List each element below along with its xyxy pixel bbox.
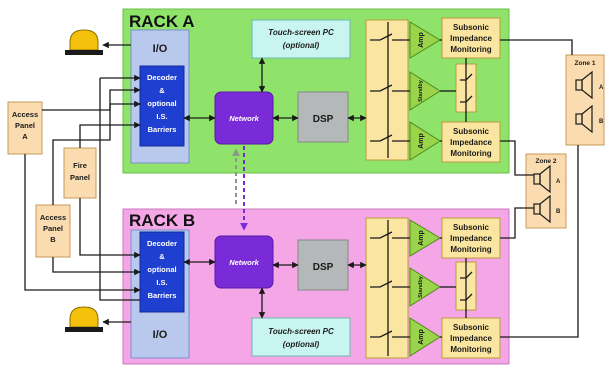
rack-b-monitor-top-l2: Impedance <box>450 234 492 243</box>
rack-b-touchscreen-pc <box>251 317 351 357</box>
zone-1-title: Zone 1 <box>575 60 596 67</box>
access-panel-b: Access Panel B <box>35 204 71 258</box>
rack-a-monitor-top-l2: Impedance <box>450 34 492 43</box>
rack-b-monitor-bottom-l2: Impedance <box>450 334 492 343</box>
rack-a-title: RACK A <box>129 12 194 31</box>
rack-b: RACK B I/O Decoder & optional I.S. Barri… <box>122 208 510 365</box>
speaker-icon <box>575 70 593 100</box>
beacon-icon <box>65 29 103 55</box>
rack-b-amp-bottom-label: Amp <box>418 329 425 345</box>
rack-b-io-label: I/O <box>153 329 168 341</box>
rack-a-decoder <box>139 65 185 147</box>
zone-1: Zone 1 A B <box>565 54 605 146</box>
speaker-icon <box>533 164 551 194</box>
access-panel-a-l1: Access <box>12 110 38 119</box>
rack-b-switch-bank <box>365 217 409 359</box>
access-panel-a: Access Panel A <box>7 101 43 155</box>
rack-a-monitor-bottom-l3: Monitoring <box>450 149 491 158</box>
rack-b-monitor-top-l3: Monitoring <box>450 245 491 254</box>
rack-b-touchscreen-label: Touch-screen PC <box>268 327 334 336</box>
rack-a-amp-top-label: Amp <box>418 32 425 48</box>
rack-b-decoder <box>139 231 185 313</box>
rack-a-io-label: I/O <box>153 43 168 55</box>
rack-b-dsp-label: DSP <box>313 262 334 273</box>
zone-2-title: Zone 2 <box>536 158 557 165</box>
rack-a-monitor-top-l1: Subsonic <box>453 23 490 32</box>
rack-b-title: RACK B <box>129 211 195 230</box>
rack-b-touchscreen-optional: (optional) <box>283 340 320 349</box>
rack-a-decoder-line1: Decoder <box>147 73 177 82</box>
rack-b-decoder-line5: Barriers <box>148 291 177 300</box>
access-panel-b-l3: B <box>50 235 56 244</box>
rack-a-decoder-line4: I.S. <box>156 112 167 121</box>
rack-a-monitor-top <box>441 17 501 59</box>
speaker-icon <box>533 194 551 224</box>
rack-a-touchscreen-pc <box>251 19 351 59</box>
rack-a-decoder-line2: & <box>159 86 165 95</box>
fire-panel: Fire Panel <box>63 147 97 199</box>
rack-a-touchscreen-label: Touch-screen PC <box>268 28 334 37</box>
zone-1-speaker-a: A <box>599 85 604 91</box>
rack-a-dsp-label: DSP <box>313 114 334 125</box>
rack-b-network-label: Network <box>229 258 259 267</box>
rack-b-monitor-bottom-l1: Subsonic <box>453 323 490 332</box>
rack-b-monitor-bottom <box>441 317 501 359</box>
fire-panel-l2: Panel <box>70 173 90 182</box>
rack-b-amp-standby-label: Standby <box>418 275 424 298</box>
rack-b-monitor-bottom-l3: Monitoring <box>450 345 491 354</box>
rack-b-amp-top-label: Amp <box>418 230 425 246</box>
rack-a-touchscreen-optional: (optional) <box>283 41 320 50</box>
rack-b-decoder-line2: & <box>159 252 165 261</box>
rack-b-decoder-line1: Decoder <box>147 239 177 248</box>
rack-b-decoder-line3: optional <box>147 265 176 274</box>
rack-a-monitor-top-l3: Monitoring <box>450 45 491 54</box>
rack-b-dsp <box>297 239 349 291</box>
rack-a-dsp <box>297 91 349 143</box>
zone-2-speaker-b: B <box>556 209 561 215</box>
access-panel-b-l2: Panel <box>43 224 63 233</box>
rack-a-decoder-line3: optional <box>147 99 176 108</box>
rack-a-monitor-bottom-l1: Subsonic <box>453 127 490 136</box>
access-panel-a-l3: A <box>22 132 28 141</box>
beacon-icon <box>65 306 103 332</box>
access-panel-b-l1: Access <box>40 213 66 222</box>
zone-2: Zone 2 A B <box>525 153 567 229</box>
rack-b-decoder-line4: I.S. <box>156 278 167 287</box>
zone-2-speaker-a: A <box>556 179 561 185</box>
rack-a-monitor-bottom-l2: Impedance <box>450 138 492 147</box>
rack-a-monitor-bottom <box>441 121 501 163</box>
rack-a-network-label: Network <box>229 114 259 123</box>
rack-b-monitor-top-l1: Subsonic <box>453 223 490 232</box>
rack-a-amp-standby-label: Standby <box>418 79 424 102</box>
rack-a-switch-bank <box>365 19 409 161</box>
speaker-icon <box>575 104 593 134</box>
rack-a-amp-bottom-label: Amp <box>418 133 425 149</box>
access-panel-a-l2: Panel <box>15 121 35 130</box>
wiring <box>24 22 579 356</box>
rack-a-decoder-line5: Barriers <box>148 125 177 134</box>
zone-1-speaker-b: B <box>599 119 604 125</box>
fire-panel-l1: Fire <box>73 161 87 170</box>
